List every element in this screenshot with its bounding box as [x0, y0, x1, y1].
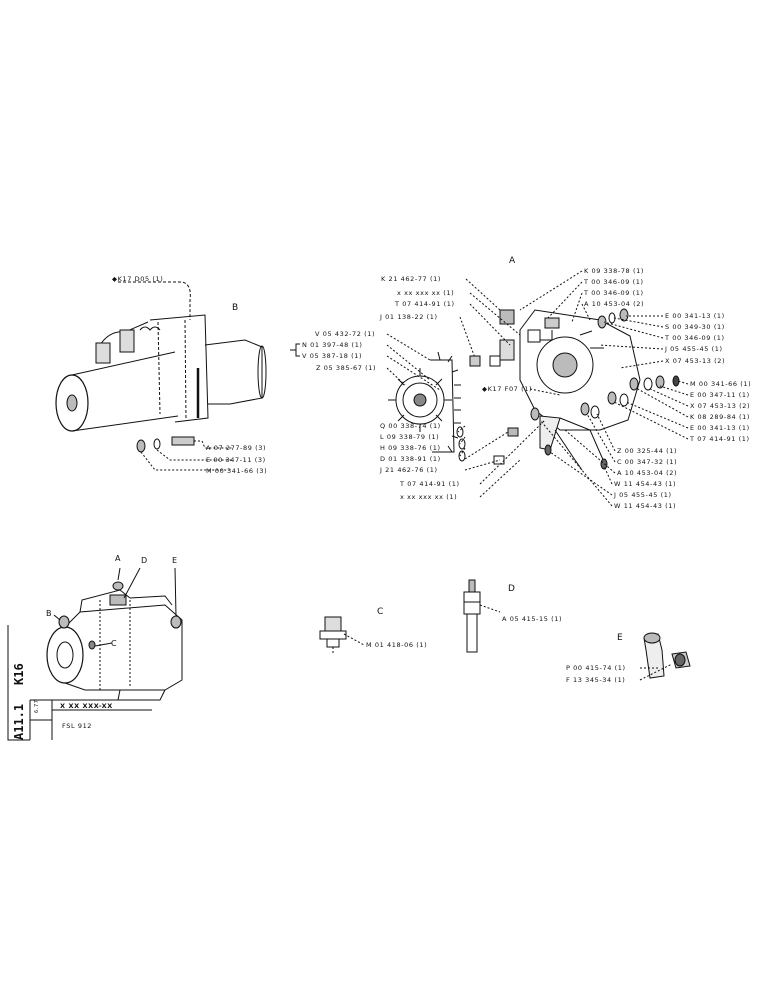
b-part-1: A 07 277-89 (3)	[206, 444, 267, 452]
a-fr-6: T 07 414-91 (1)	[690, 435, 750, 443]
section-b-label: B	[232, 303, 239, 313]
a-center-label: ◆K17 F07 (1)	[482, 385, 533, 393]
a-bl-3: H 09 338-76 (1)	[380, 444, 441, 452]
a-br-5: J 05 455-45 (1)	[614, 491, 672, 499]
d-part: A 05 415-15 (1)	[502, 615, 563, 623]
a-fr-2: E 00 347-11 (1)	[690, 391, 750, 399]
a-tl-3: T 07 414-91 (1)	[395, 300, 455, 308]
a-tr-4: A 10 453-04 (2)	[584, 300, 645, 308]
starter-motor-b	[55, 314, 267, 432]
section-e-label: E	[617, 633, 623, 643]
e-part-1: P 00 415-74 (1)	[566, 664, 626, 672]
a-l-1: V 05 432-72 (1)	[315, 330, 376, 338]
a-br-6: W 11 454-43 (1)	[614, 502, 677, 510]
a-tl-2: x xx xxx xx (1)	[397, 289, 455, 297]
b-part-2: E 00 347-11 (3)	[206, 456, 266, 464]
section-a-label: A	[509, 256, 516, 266]
a-bl-2: L 09 338-79 (1)	[380, 433, 440, 441]
b-part-3: M 00 341-66 (3)	[206, 467, 268, 475]
overview-callout-d: D	[141, 556, 148, 565]
title-model: FSL 912	[62, 722, 93, 730]
a-tr-3: T 00 346-09 (1)	[584, 289, 644, 297]
a-br-1: Z 00 325-44 (1)	[617, 447, 678, 455]
title-block-lines	[7, 625, 152, 741]
a-fr-3: X 07 453-13 (2)	[690, 402, 751, 410]
a-r-4: J 05 455-45 (1)	[665, 345, 723, 353]
e-part-2: F 13 345-34 (1)	[566, 676, 626, 684]
a-fr-5: E 00 341-13 (1)	[690, 424, 750, 432]
a-r-3: T 00 346-09 (1)	[665, 334, 725, 342]
a-r-2: S 00 349-30 (1)	[665, 323, 725, 331]
sensor-c	[319, 616, 365, 653]
a-br-4: W 11 454-43 (1)	[614, 480, 677, 488]
a-bl-4: D 01 338-91 (1)	[380, 455, 441, 463]
a-r-1: E 00 341-13 (1)	[665, 312, 725, 320]
injection-pump-overview	[46, 567, 183, 701]
a-br-3: A 10 453-04 (2)	[617, 469, 678, 477]
title-code: X XX XXX-XX	[60, 702, 113, 710]
a-bl-1: Q 00 338-74 (1)	[380, 422, 441, 430]
side-code-bottom: A11.1	[12, 703, 26, 740]
a-bl-5: J 21 462-76 (1)	[380, 466, 438, 474]
c-part: M 01 418-06 (1)	[366, 641, 428, 649]
section-d-label: D	[508, 584, 515, 594]
overview-callout-e: E	[172, 556, 178, 565]
gear-assembly-a	[388, 308, 680, 471]
a-l-4: Z 05 385-67 (1)	[316, 364, 377, 372]
a-bl-6: T 07 414-91 (1)	[400, 480, 460, 488]
a-tl-1: K 21 462-77 (1)	[381, 275, 441, 283]
overview-callout-b: B	[46, 609, 52, 618]
overview-callout-c: C	[111, 639, 117, 648]
overview-callout-a: A	[115, 554, 121, 563]
a-br-2: C 00 347-32 (1)	[617, 458, 678, 466]
side-code-top: K16	[12, 663, 26, 685]
starter-b-parts	[118, 281, 232, 471]
a-fr-4: K 08 289-84 (1)	[690, 413, 750, 421]
a-l-2: N 01 397-48 (1)	[302, 341, 363, 349]
section-c-label: C	[377, 607, 384, 617]
a-l-3: V 05 387-18 (1)	[302, 352, 363, 360]
a-tr-2: T 00 346-09 (1)	[584, 278, 644, 286]
leader-lines-a	[386, 270, 689, 507]
a-bl-7: x xx xxx xx (1)	[400, 493, 458, 501]
a-fr-1: M 00 341-66 (1)	[690, 380, 752, 388]
a-r-5: X 07 453-13 (2)	[665, 357, 726, 365]
b-top-label: ◆K17 D05 (1)	[112, 275, 164, 283]
a-tl-4: J 01 138-22 (1)	[380, 313, 438, 321]
nozzle-d	[463, 579, 501, 653]
title-date: 6.77	[34, 699, 40, 713]
fitting-e	[639, 632, 691, 681]
a-tr-1: K 09 338-78 (1)	[584, 267, 644, 275]
